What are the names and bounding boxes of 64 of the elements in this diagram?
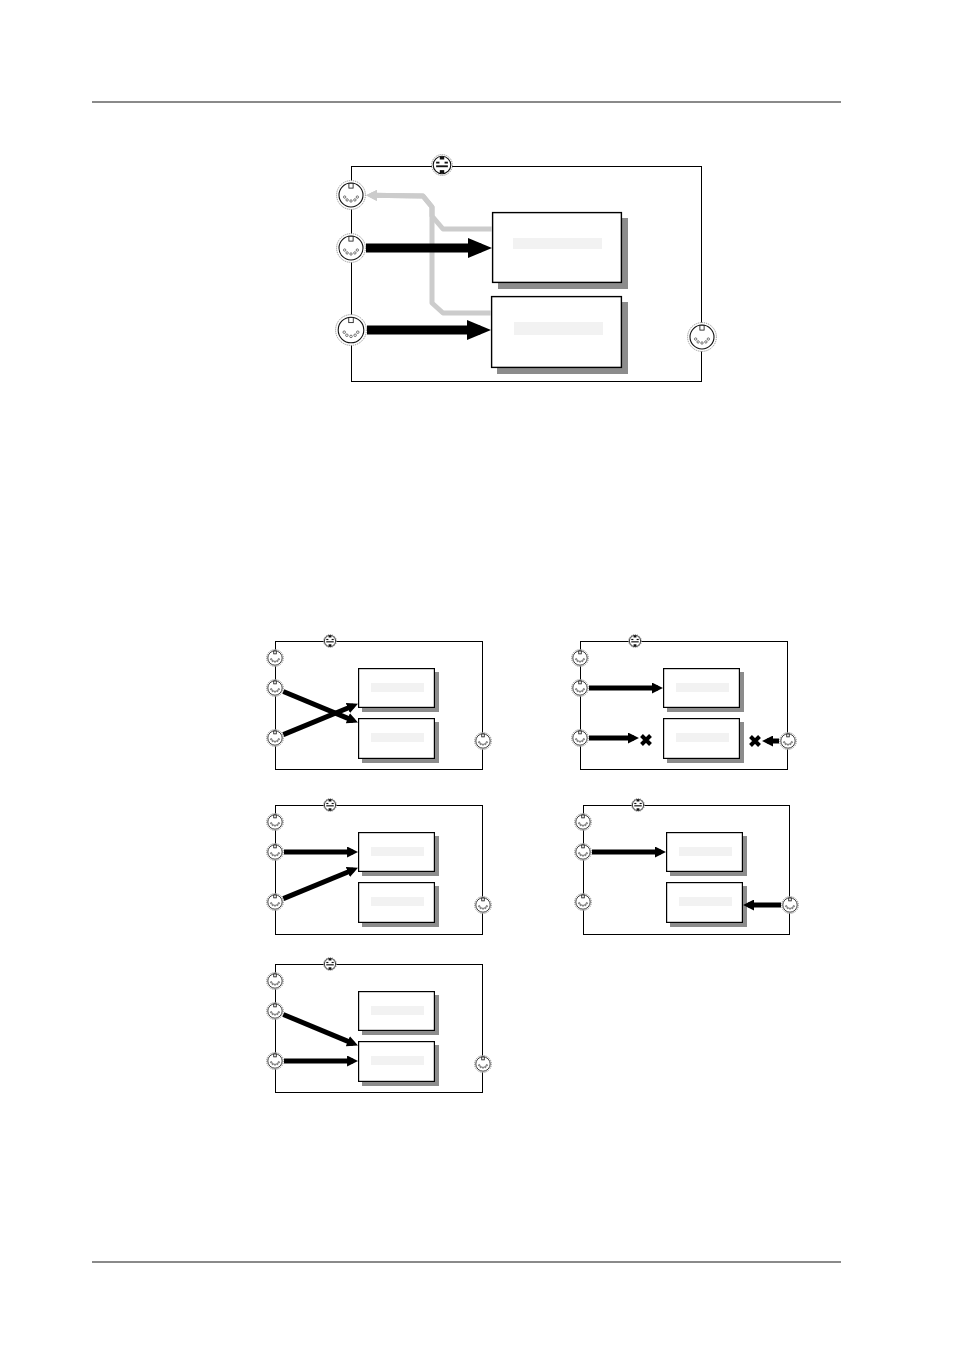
socket-icon xyxy=(574,843,592,861)
cross-icon xyxy=(748,734,762,748)
socket-icon xyxy=(571,649,589,667)
module-box xyxy=(358,991,439,1035)
module-box xyxy=(358,1041,439,1086)
module-box xyxy=(663,718,744,763)
socket-icon xyxy=(266,893,284,911)
socket-icon xyxy=(687,322,717,352)
socket-icon xyxy=(631,798,645,812)
socket-icon xyxy=(266,649,284,667)
arrow xyxy=(282,702,358,737)
arrow xyxy=(366,238,492,258)
arrow xyxy=(592,846,666,858)
module-box xyxy=(358,832,439,876)
socket-icon xyxy=(779,732,797,750)
socket-icon xyxy=(474,732,492,750)
arrow xyxy=(284,846,359,858)
module-box xyxy=(492,212,628,289)
arrow xyxy=(282,689,358,724)
socket-icon xyxy=(574,813,592,831)
socket-icon xyxy=(266,813,284,831)
socket-icon xyxy=(266,972,284,990)
arrow xyxy=(589,682,663,694)
socket-icon xyxy=(336,180,366,210)
socket-icon xyxy=(266,843,284,861)
arrow xyxy=(589,732,639,744)
socket-icon xyxy=(431,154,453,176)
socket-icon xyxy=(574,893,592,911)
module-box xyxy=(666,832,747,876)
module-box xyxy=(663,668,744,712)
socket-icon xyxy=(323,957,337,971)
socket-icon xyxy=(323,634,337,648)
socket-icon xyxy=(323,798,337,812)
arrow xyxy=(743,899,781,911)
module-box xyxy=(666,882,747,927)
arrow xyxy=(762,735,779,747)
device-frame xyxy=(580,641,788,770)
socket-icon xyxy=(266,729,284,747)
socket-icon xyxy=(266,1002,284,1020)
module-box xyxy=(358,668,439,712)
device-frame xyxy=(351,166,702,382)
socket-icon xyxy=(628,634,642,648)
device-frame xyxy=(275,805,483,935)
module-box xyxy=(358,718,439,763)
socket-icon xyxy=(781,896,799,914)
device-frame xyxy=(583,805,790,935)
device-frame xyxy=(275,641,483,770)
socket-icon xyxy=(571,729,589,747)
socket-icon xyxy=(571,679,589,697)
socket-icon xyxy=(266,1052,284,1070)
module-box xyxy=(491,296,628,374)
arrow xyxy=(282,866,358,901)
arrow xyxy=(284,1055,359,1067)
socket-icon xyxy=(266,679,284,697)
socket-icon xyxy=(335,314,367,346)
cross-icon xyxy=(639,733,653,747)
device-frame xyxy=(275,964,483,1093)
socket-icon xyxy=(474,1055,492,1073)
arrow xyxy=(365,189,491,316)
module-box xyxy=(358,882,439,927)
arrow xyxy=(367,320,491,340)
arrow xyxy=(282,1012,358,1047)
socket-icon xyxy=(336,233,366,263)
socket-icon xyxy=(474,896,492,914)
